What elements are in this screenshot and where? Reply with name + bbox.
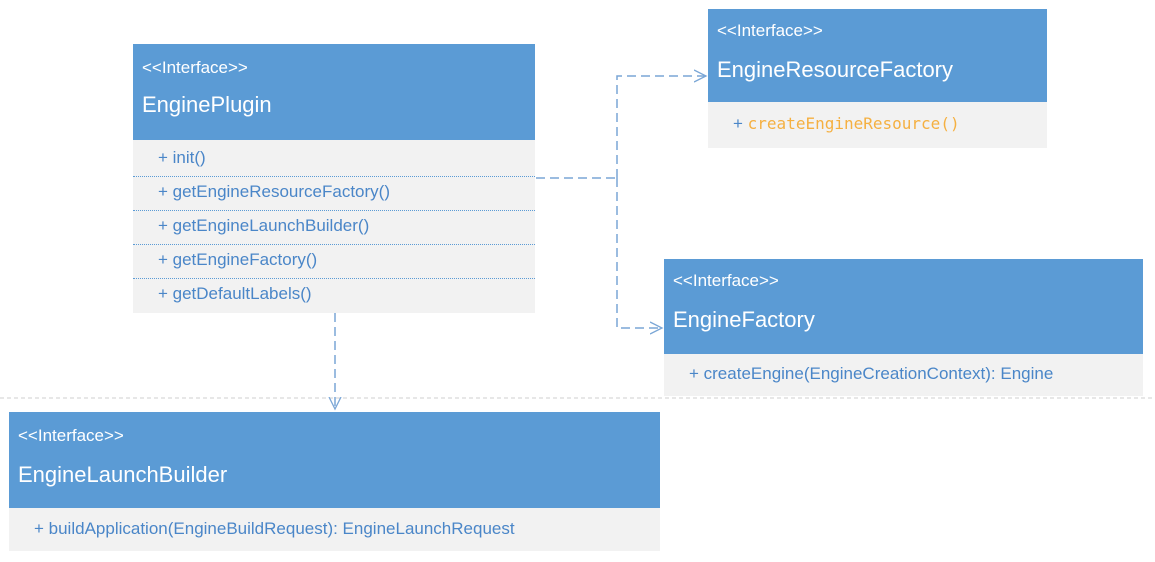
- method-create-engine: + createEngine(EngineCreationContext): E…: [689, 364, 1054, 383]
- method-build-application: + buildApplication(EngineBuildRequest): …: [34, 519, 515, 538]
- method-create-engine-resource-name: createEngineResource(): [747, 114, 960, 133]
- engine-plugin-body: + init() + getEngineResourceFactory() + …: [133, 140, 535, 313]
- engine-resource-factory-title: EngineResourceFactory: [717, 57, 954, 82]
- engine-resource-factory-body: + createEngineResource(): [708, 102, 1047, 148]
- method-get-engine-factory: + getEngineFactory(): [158, 250, 318, 269]
- method-init: + init(): [158, 148, 206, 167]
- engine-factory-stereotype: <<Interface>>: [673, 271, 779, 290]
- method-get-default-labels: + getDefaultLabels(): [158, 284, 312, 303]
- engine-plugin-box: <<Interface>> EnginePlugin + init() + ge…: [133, 44, 535, 313]
- engine-plugin-stereotype: <<Interface>>: [142, 58, 248, 77]
- engine-resource-factory-stereotype: <<Interface>>: [717, 21, 823, 40]
- engine-factory-title: EngineFactory: [673, 307, 815, 332]
- engine-factory-header: <<Interface>> EngineFactory: [664, 259, 1143, 354]
- engine-factory-body: + createEngine(EngineCreationContext): E…: [664, 354, 1143, 396]
- engine-resource-factory-box: <<Interface>> EngineResourceFactory + cr…: [708, 9, 1047, 148]
- engine-launch-builder-body: + buildApplication(EngineBuildRequest): …: [9, 508, 660, 551]
- engine-launch-builder-header: <<Interface>> EngineLaunchBuilder: [9, 412, 660, 508]
- engine-plugin-title: EnginePlugin: [142, 92, 272, 117]
- method-get-engine-launch-builder: + getEngineLaunchBuilder(): [158, 216, 370, 235]
- engine-resource-factory-header: <<Interface>> EngineResourceFactory: [708, 9, 1047, 102]
- engine-launch-builder-stereotype: <<Interface>>: [18, 426, 124, 445]
- engine-launch-builder-title: EngineLaunchBuilder: [18, 462, 228, 487]
- connector-to-resource-factory: [616, 76, 706, 178]
- engine-launch-builder-box: <<Interface>> EngineLaunchBuilder + buil…: [9, 412, 660, 551]
- method-prefix: +: [733, 114, 748, 133]
- engine-plugin-header: <<Interface>> EnginePlugin: [133, 44, 535, 140]
- connector-to-engine-factory: [616, 178, 662, 328]
- method-get-engine-resource-factory: + getEngineResourceFactory(): [158, 182, 390, 201]
- method-create-engine-resource: + createEngineResource(): [733, 114, 960, 134]
- engine-factory-box: <<Interface>> EngineFactory + createEngi…: [664, 259, 1143, 396]
